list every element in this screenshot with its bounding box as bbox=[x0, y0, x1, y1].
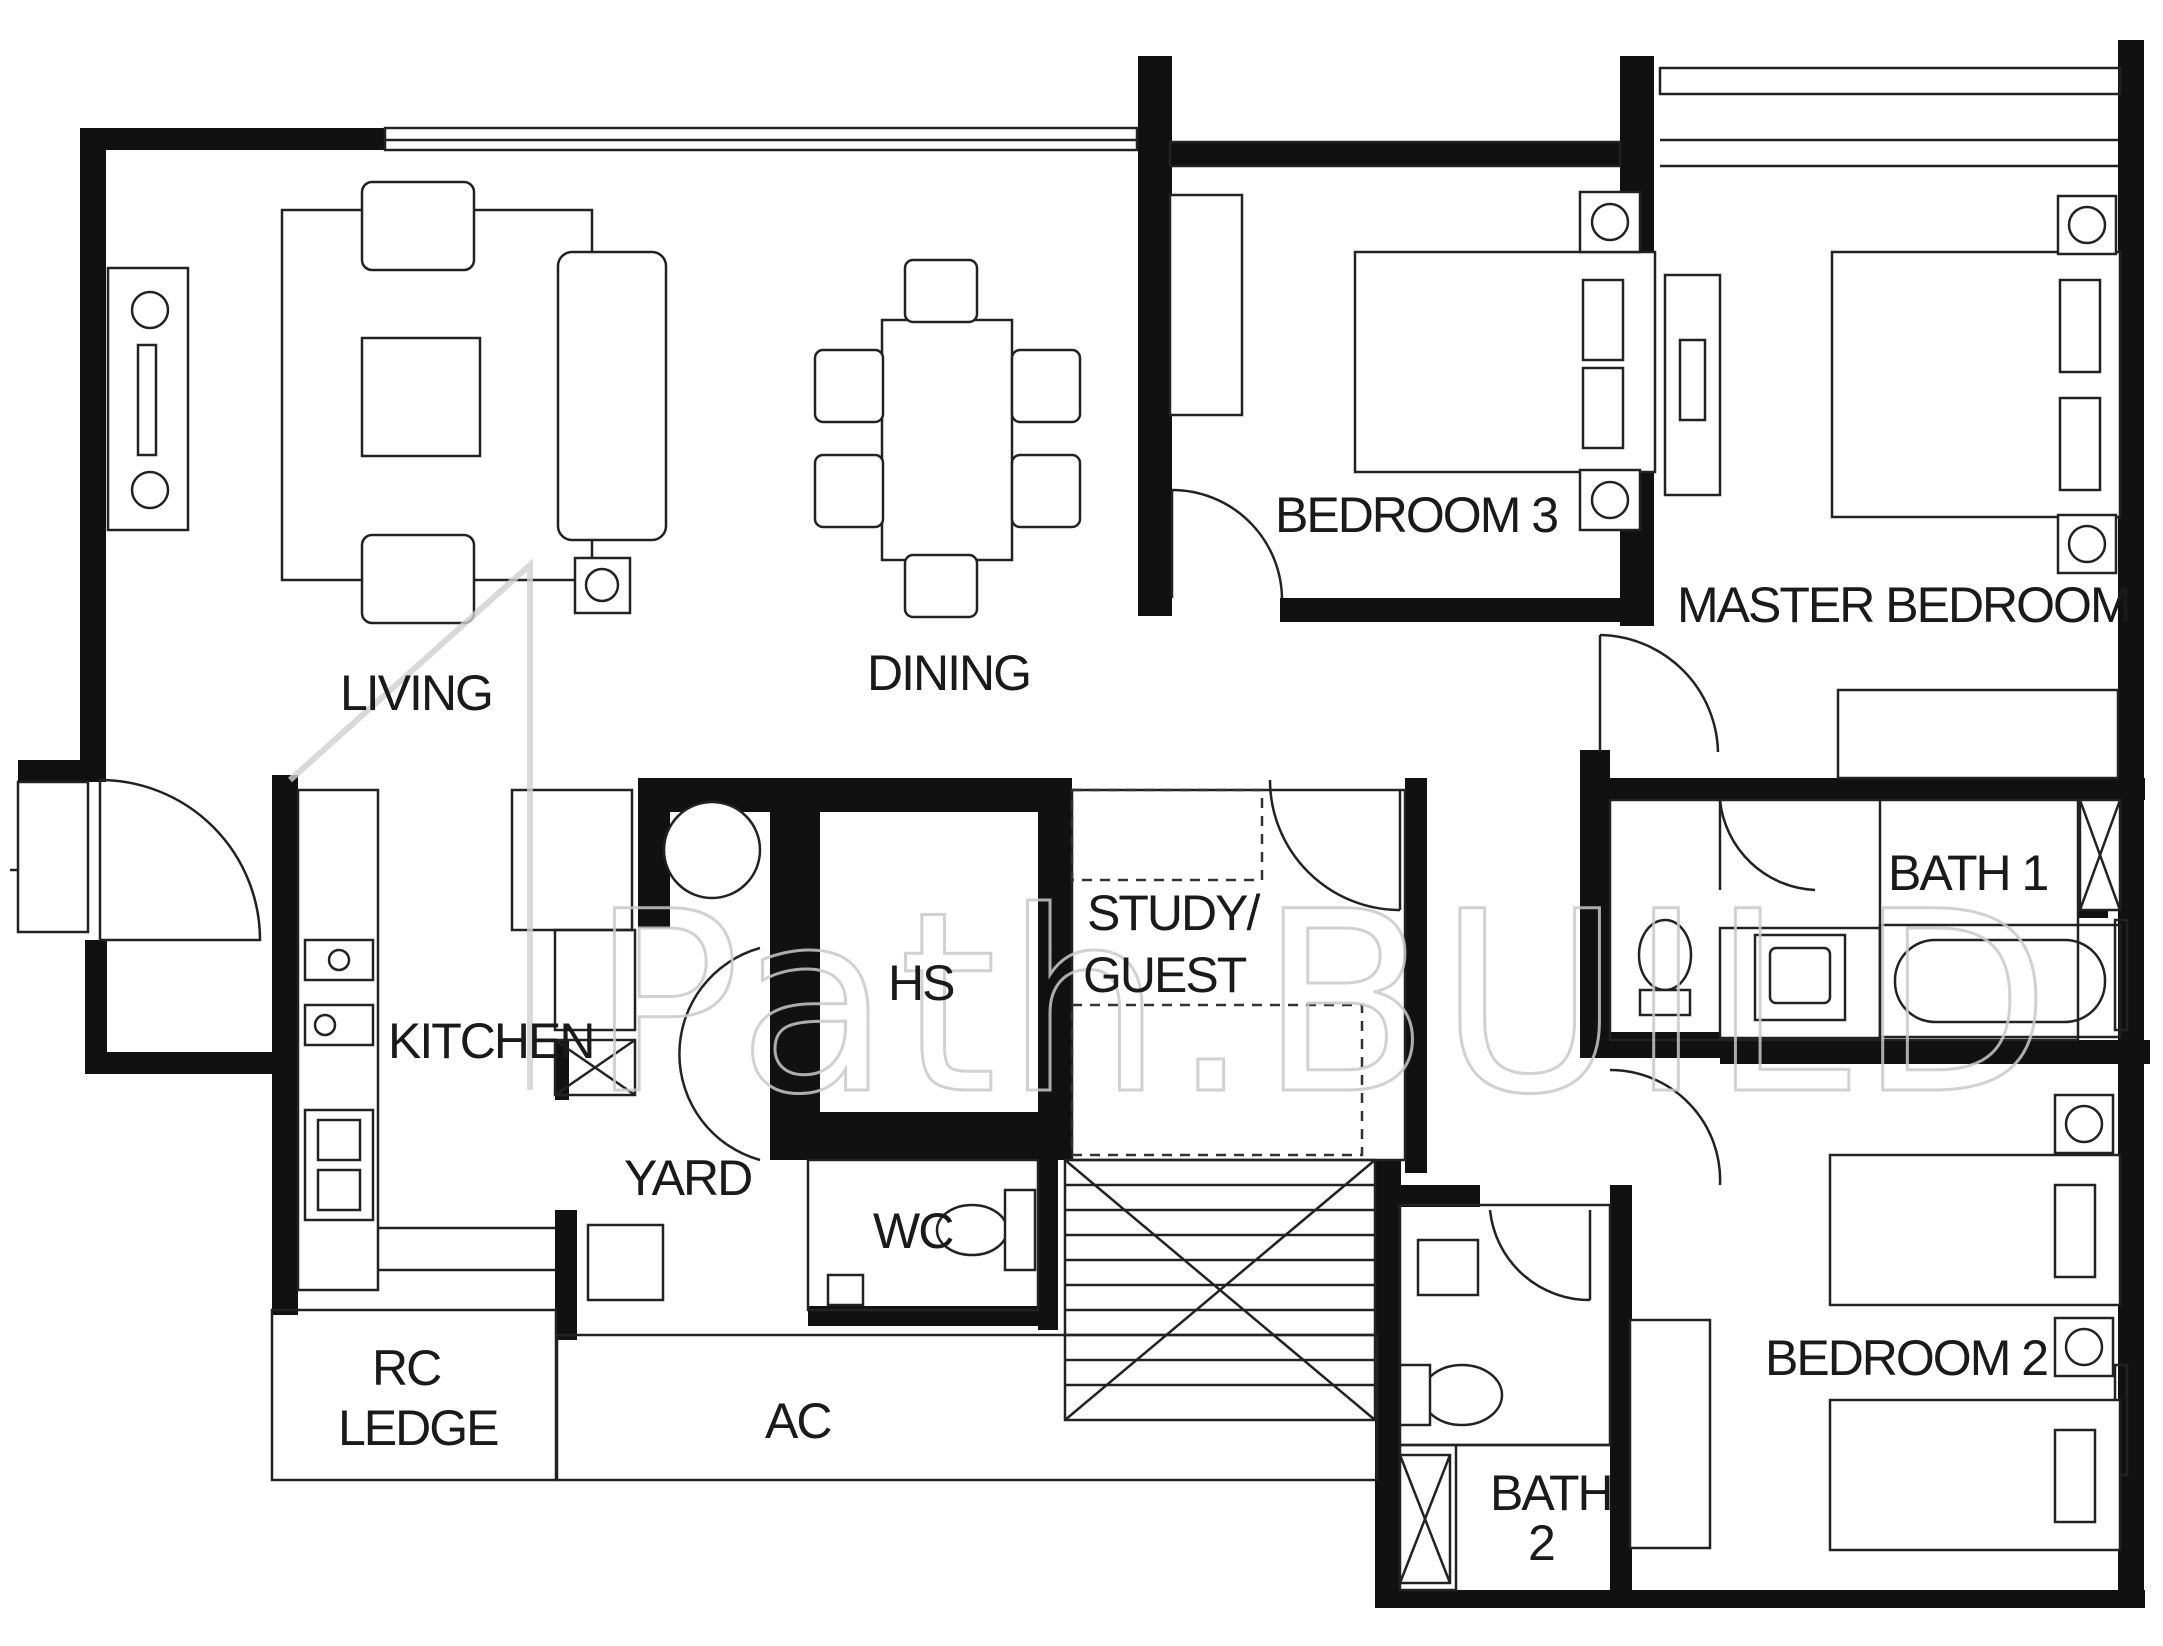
label-rc-line2: LEDGE bbox=[338, 1400, 498, 1456]
label-dining: DINING bbox=[867, 645, 1030, 701]
watermark: Path.BUILD bbox=[287, 558, 2059, 1151]
label-bedroom-3: BEDROOM 3 bbox=[1275, 487, 1557, 543]
label-ac: AC bbox=[765, 1393, 831, 1449]
furniture bbox=[106, 180, 2122, 1585]
label-rc-line1: RC bbox=[372, 1340, 441, 1396]
doors bbox=[98, 488, 1816, 1302]
label-wc: WC bbox=[873, 1203, 953, 1259]
label-study-line2: GUEST bbox=[1083, 947, 1247, 1003]
label-kitchen: KITCHEN bbox=[388, 1013, 593, 1069]
label-bath-2-line2: 2 bbox=[1528, 1515, 1554, 1571]
label-hs: HS bbox=[888, 955, 954, 1011]
label-yard: YARD bbox=[624, 1150, 751, 1206]
windows bbox=[10, 66, 2129, 1477]
room-labels: LIVING DINING BEDROOM 3 MASTER BEDROOM K… bbox=[338, 487, 2132, 1571]
label-bedroom-2: BEDROOM 2 bbox=[1765, 1330, 2047, 1386]
label-study-line1: STUDY/ bbox=[1087, 885, 1260, 941]
room-outlines bbox=[270, 688, 2122, 1592]
label-living: LIVING bbox=[340, 665, 492, 721]
label-bath-1: BATH 1 bbox=[1888, 845, 2048, 901]
label-bath-2-line1: BATH bbox=[1490, 1465, 1612, 1521]
label-master-bedroom: MASTER BEDROOM bbox=[1677, 577, 2130, 633]
hatch bbox=[1064, 1159, 1376, 1421]
watermark-text: Path.BUILD bbox=[590, 858, 2059, 1149]
